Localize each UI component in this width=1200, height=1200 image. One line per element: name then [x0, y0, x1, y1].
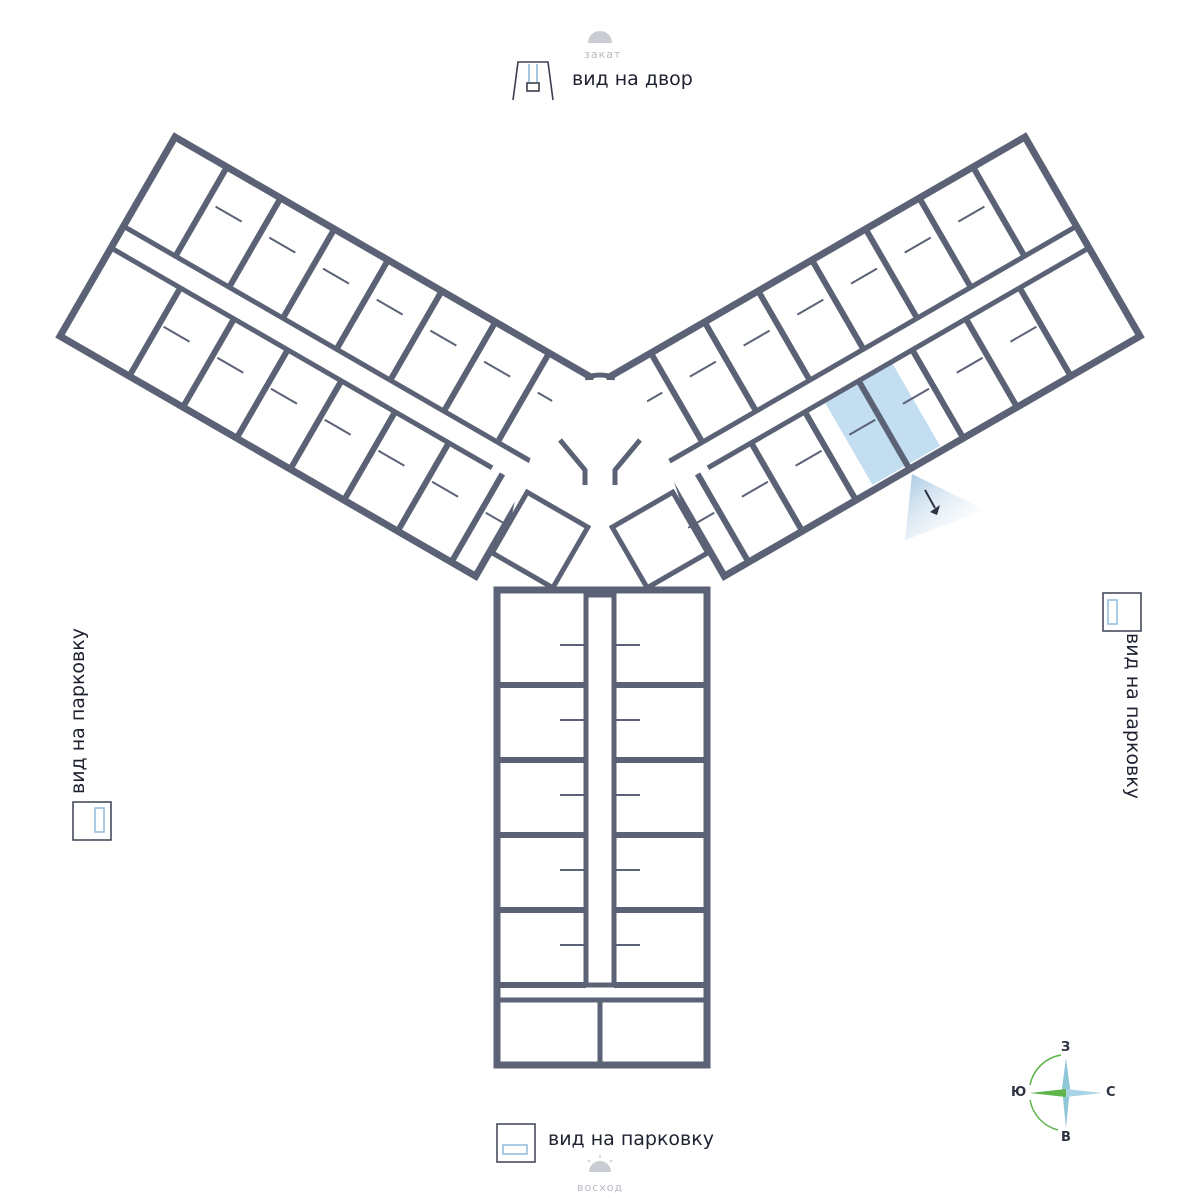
wall: [216, 356, 244, 374]
sunset-label: закат: [584, 48, 622, 61]
compass-north: С: [1106, 1085, 1116, 1100]
wall: [172, 165, 230, 258]
wall: [1009, 325, 1037, 343]
wall: [809, 258, 867, 351]
wall: [1017, 286, 1074, 378]
wall: [322, 267, 350, 285]
sunrise-label: восход: [577, 1181, 624, 1194]
arrow-icon: [930, 505, 940, 515]
stairwell-right: [608, 488, 712, 592]
sunset-icon: [588, 31, 612, 43]
wall: [180, 317, 237, 409]
wall: [916, 196, 974, 289]
compass-east: В: [1061, 1130, 1071, 1145]
swing-icon: [512, 61, 554, 101]
compass-west: З: [1061, 1040, 1071, 1055]
wall: [970, 165, 1028, 258]
wall: [341, 410, 398, 502]
wall: [268, 236, 296, 254]
wall: [429, 329, 457, 347]
wall: [863, 227, 920, 320]
south-wing: [493, 586, 711, 1069]
wall: [441, 320, 499, 413]
wall: [163, 325, 191, 343]
compass-south: Ю: [1011, 1085, 1027, 1100]
wall: [215, 205, 243, 223]
wall: [287, 379, 344, 471]
wall: [280, 227, 337, 320]
view-left-label: вид на парковку: [66, 628, 89, 794]
parking-icon: [72, 592, 1142, 1163]
wall: [324, 418, 352, 436]
wall: [333, 258, 391, 351]
wall: [126, 286, 183, 378]
view-top-label: вид на двор: [572, 68, 693, 90]
wall: [483, 360, 511, 378]
wall: [226, 196, 284, 289]
wall: [395, 441, 452, 533]
wall: [909, 348, 966, 440]
wall: [377, 449, 405, 467]
wall: [856, 379, 913, 471]
view-direction: [905, 474, 985, 540]
right-wing: [604, 132, 1145, 581]
wall: [270, 387, 298, 405]
wall: [957, 205, 985, 223]
wall: [802, 410, 859, 502]
wall: [755, 289, 813, 382]
sunrise-icon: [587, 1155, 613, 1172]
wall: [694, 472, 752, 564]
wall: [234, 348, 291, 440]
wall: [741, 480, 769, 498]
left-wing: [55, 132, 596, 581]
wall: [376, 298, 404, 316]
wall: [850, 267, 878, 285]
wall: [963, 317, 1020, 409]
view-right-label: вид на парковку: [1121, 633, 1144, 799]
stairwell-left: [488, 488, 592, 592]
wall: [668, 224, 1078, 464]
wall: [795, 449, 823, 467]
wall: [648, 351, 705, 444]
wall: [387, 289, 445, 382]
central-hub: [497, 380, 700, 590]
wall: [431, 480, 459, 498]
wall: [706, 245, 1091, 471]
wall: [701, 320, 759, 413]
wall: [448, 472, 506, 564]
wall: [743, 329, 771, 347]
wall: [904, 236, 932, 254]
wall: [902, 387, 930, 405]
wall: [689, 360, 717, 378]
wall: [122, 224, 532, 464]
wall: [796, 298, 824, 316]
wall: [109, 245, 494, 471]
view-bottom-label: вид на парковку: [548, 1128, 714, 1150]
wall: [748, 441, 805, 533]
wall: [495, 351, 552, 444]
compass-icon: [1029, 1054, 1102, 1131]
wall: [956, 356, 984, 374]
wall: [848, 418, 876, 436]
